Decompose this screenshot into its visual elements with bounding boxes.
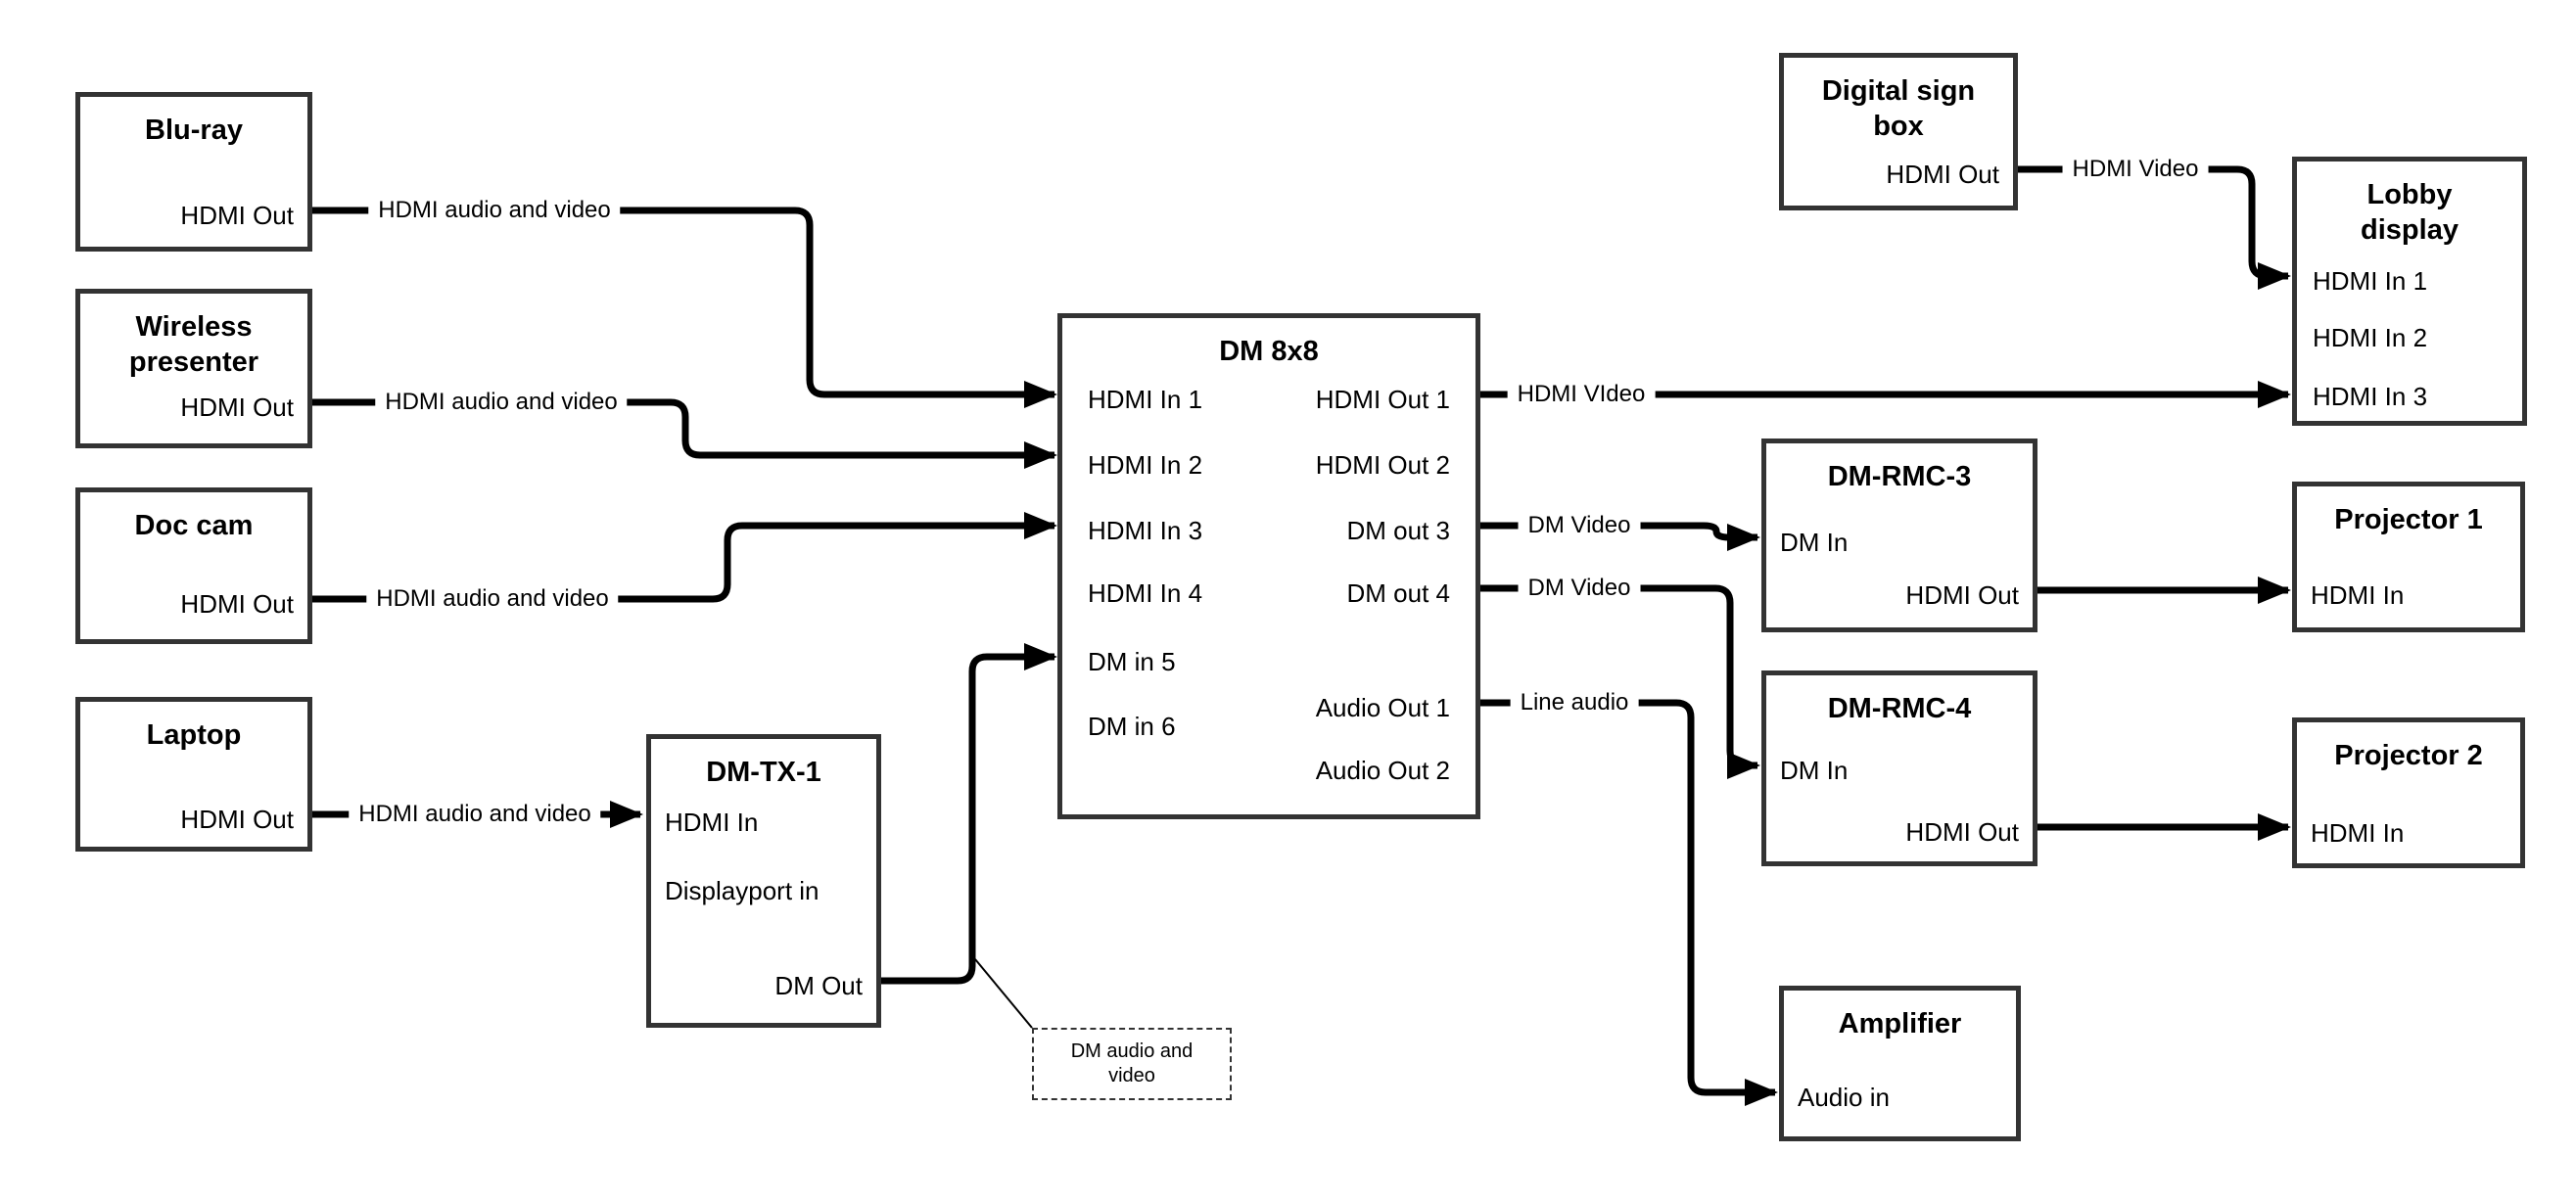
node-doc-cam: Doc cam HDMI Out — [75, 487, 312, 644]
edge-dm8x8-dm-out-4-to-rmc4-dm-in — [1480, 584, 1760, 779]
port-amplifier-audio-in: Audio in — [1798, 1083, 1890, 1112]
node-bluray-title: Blu-ray — [145, 115, 243, 146]
port-dm8x8-dm-in-5: DM in 5 — [1088, 647, 1176, 676]
port-dmtx1-hdmi-in: HDMI In — [665, 808, 759, 837]
edge-label-hdmi-video-out-1: HDMI VIdeo — [1507, 380, 1656, 409]
node-dm-rmc-3: DM-RMC-3 DM In HDMI Out — [1761, 439, 2037, 632]
edge-label-dm-video-out-3: DM Video — [1518, 511, 1641, 540]
annotation-dm-audio-and-video: DM audio and video — [1032, 1028, 1232, 1100]
node-amplifier: Amplifier Audio in — [1779, 986, 2021, 1141]
node-lobby-display-title: Lobby display — [2361, 179, 2459, 246]
node-projector-1-title: Projector 1 — [2334, 504, 2483, 535]
node-wireless-presenter: Wireless presenter HDMI Out — [75, 289, 312, 448]
node-lobby-display: Lobby display HDMI In 1 HDMI In 2 HDMI I… — [2292, 157, 2527, 426]
node-projector-2-title: Projector 2 — [2334, 740, 2483, 771]
port-doccam-hdmi-out: HDMI Out — [180, 589, 294, 619]
node-dm-8x8-title: DM 8x8 — [1219, 336, 1319, 367]
edge-wireless-to-dm8x8-hdmi-in-2 — [312, 398, 1057, 469]
edge-label-bluray-hdmi-audio-video: HDMI audio and video — [368, 196, 621, 225]
node-laptop: Laptop HDMI Out — [75, 697, 312, 852]
port-rmc3-hdmi-out: HDMI Out — [1905, 580, 2019, 610]
port-dm8x8-hdmi-out-2: HDMI Out 2 — [1315, 450, 1450, 480]
node-wireless-presenter-title: Wireless presenter — [128, 311, 259, 378]
node-dm-8x8: DM 8x8 HDMI In 1 HDMI In 2 HDMI In 3 HDM… — [1057, 313, 1480, 819]
port-proj2-hdmi-in: HDMI In — [2311, 818, 2405, 848]
edge-label-line-audio: Line audio — [1510, 688, 1639, 717]
node-projector-2: Projector 2 HDMI In — [2292, 717, 2525, 868]
port-proj1-hdmi-in: HDMI In — [2311, 580, 2405, 610]
edge-dmtx1-dm-out-to-dm8x8-dm-in-5 — [881, 643, 1057, 985]
edge-label-wireless-hdmi-audio-video: HDMI audio and video — [375, 388, 628, 417]
port-dm8x8-hdmi-in-2: HDMI In 2 — [1088, 450, 1203, 480]
edge-label-laptop-hdmi-audio-video: HDMI audio and video — [349, 800, 601, 829]
port-lobby-hdmi-in-3: HDMI In 3 — [2313, 382, 2428, 411]
port-lobby-hdmi-in-2: HDMI In 2 — [2313, 323, 2428, 352]
port-dm8x8-dm-out-4: DM out 4 — [1346, 578, 1451, 608]
edge-label-signbox-hdmi-video: HDMI Video — [2062, 155, 2209, 184]
edge-bluray-to-dm8x8-hdmi-in-1 — [312, 207, 1057, 408]
edge-signbox-to-lobby-hdmi-in-1 — [2018, 165, 2291, 290]
port-rmc3-dm-in: DM In — [1780, 528, 1849, 557]
port-dm8x8-hdmi-out-1: HDMI Out 1 — [1315, 385, 1450, 414]
node-digital-sign-box-title: Digital sign box — [1821, 75, 1976, 142]
port-dm8x8-audio-out-2: Audio Out 2 — [1315, 756, 1450, 785]
edge-label-dm-video-out-4: DM Video — [1518, 574, 1641, 603]
port-wireless-hdmi-out: HDMI Out — [180, 393, 294, 422]
edge-doccam-to-dm8x8-hdmi-in-3 — [312, 512, 1057, 603]
node-dm-rmc-3-title: DM-RMC-3 — [1827, 461, 1972, 492]
edge-dm8x8-audio-out-1-to-amplifier — [1480, 699, 1778, 1106]
note-callout-line — [974, 958, 1033, 1029]
node-dm-rmc-4-title: DM-RMC-4 — [1827, 693, 1972, 724]
node-digital-sign-box: Digital sign box HDMI Out — [1779, 53, 2018, 210]
port-lobby-hdmi-in-1: HDMI In 1 — [2313, 266, 2428, 296]
annotation-text: DM audio and video — [1070, 1040, 1194, 1086]
port-dm8x8-hdmi-in-3: HDMI In 3 — [1088, 516, 1203, 545]
port-bluray-hdmi-out: HDMI Out — [180, 201, 294, 230]
port-dm8x8-hdmi-in-4: HDMI In 4 — [1088, 578, 1203, 608]
port-rmc4-hdmi-out: HDMI Out — [1905, 817, 2019, 847]
port-dm8x8-dm-out-3: DM out 3 — [1346, 516, 1451, 545]
edge-dm8x8-dm-out-3-to-rmc3-dm-in — [1480, 522, 1760, 551]
port-dm8x8-dm-in-6: DM in 6 — [1088, 712, 1176, 741]
port-signbox-hdmi-out: HDMI Out — [1886, 160, 1999, 189]
node-dm-tx-1: DM-TX-1 HDMI In Displayport in DM Out — [646, 734, 881, 1028]
port-dmtx1-displayport-in: Displayport in — [665, 876, 820, 905]
node-doc-cam-title: Doc cam — [134, 510, 254, 541]
port-laptop-hdmi-out: HDMI Out — [180, 805, 294, 834]
port-dm8x8-audio-out-1: Audio Out 1 — [1315, 693, 1450, 722]
node-projector-1: Projector 1 HDMI In — [2292, 482, 2525, 632]
port-rmc4-dm-in: DM In — [1780, 756, 1849, 785]
edge-label-doccam-hdmi-audio-video: HDMI audio and video — [366, 584, 619, 614]
port-dm8x8-hdmi-in-1: HDMI In 1 — [1088, 385, 1203, 414]
node-amplifier-title: Amplifier — [1838, 1008, 1962, 1039]
port-dmtx1-dm-out: DM Out — [774, 971, 863, 1000]
node-laptop-title: Laptop — [146, 719, 242, 751]
node-bluray: Blu-ray HDMI Out — [75, 92, 312, 252]
node-dm-tx-1-title: DM-TX-1 — [706, 757, 821, 788]
node-dm-rmc-4: DM-RMC-4 DM In HDMI Out — [1761, 670, 2037, 866]
